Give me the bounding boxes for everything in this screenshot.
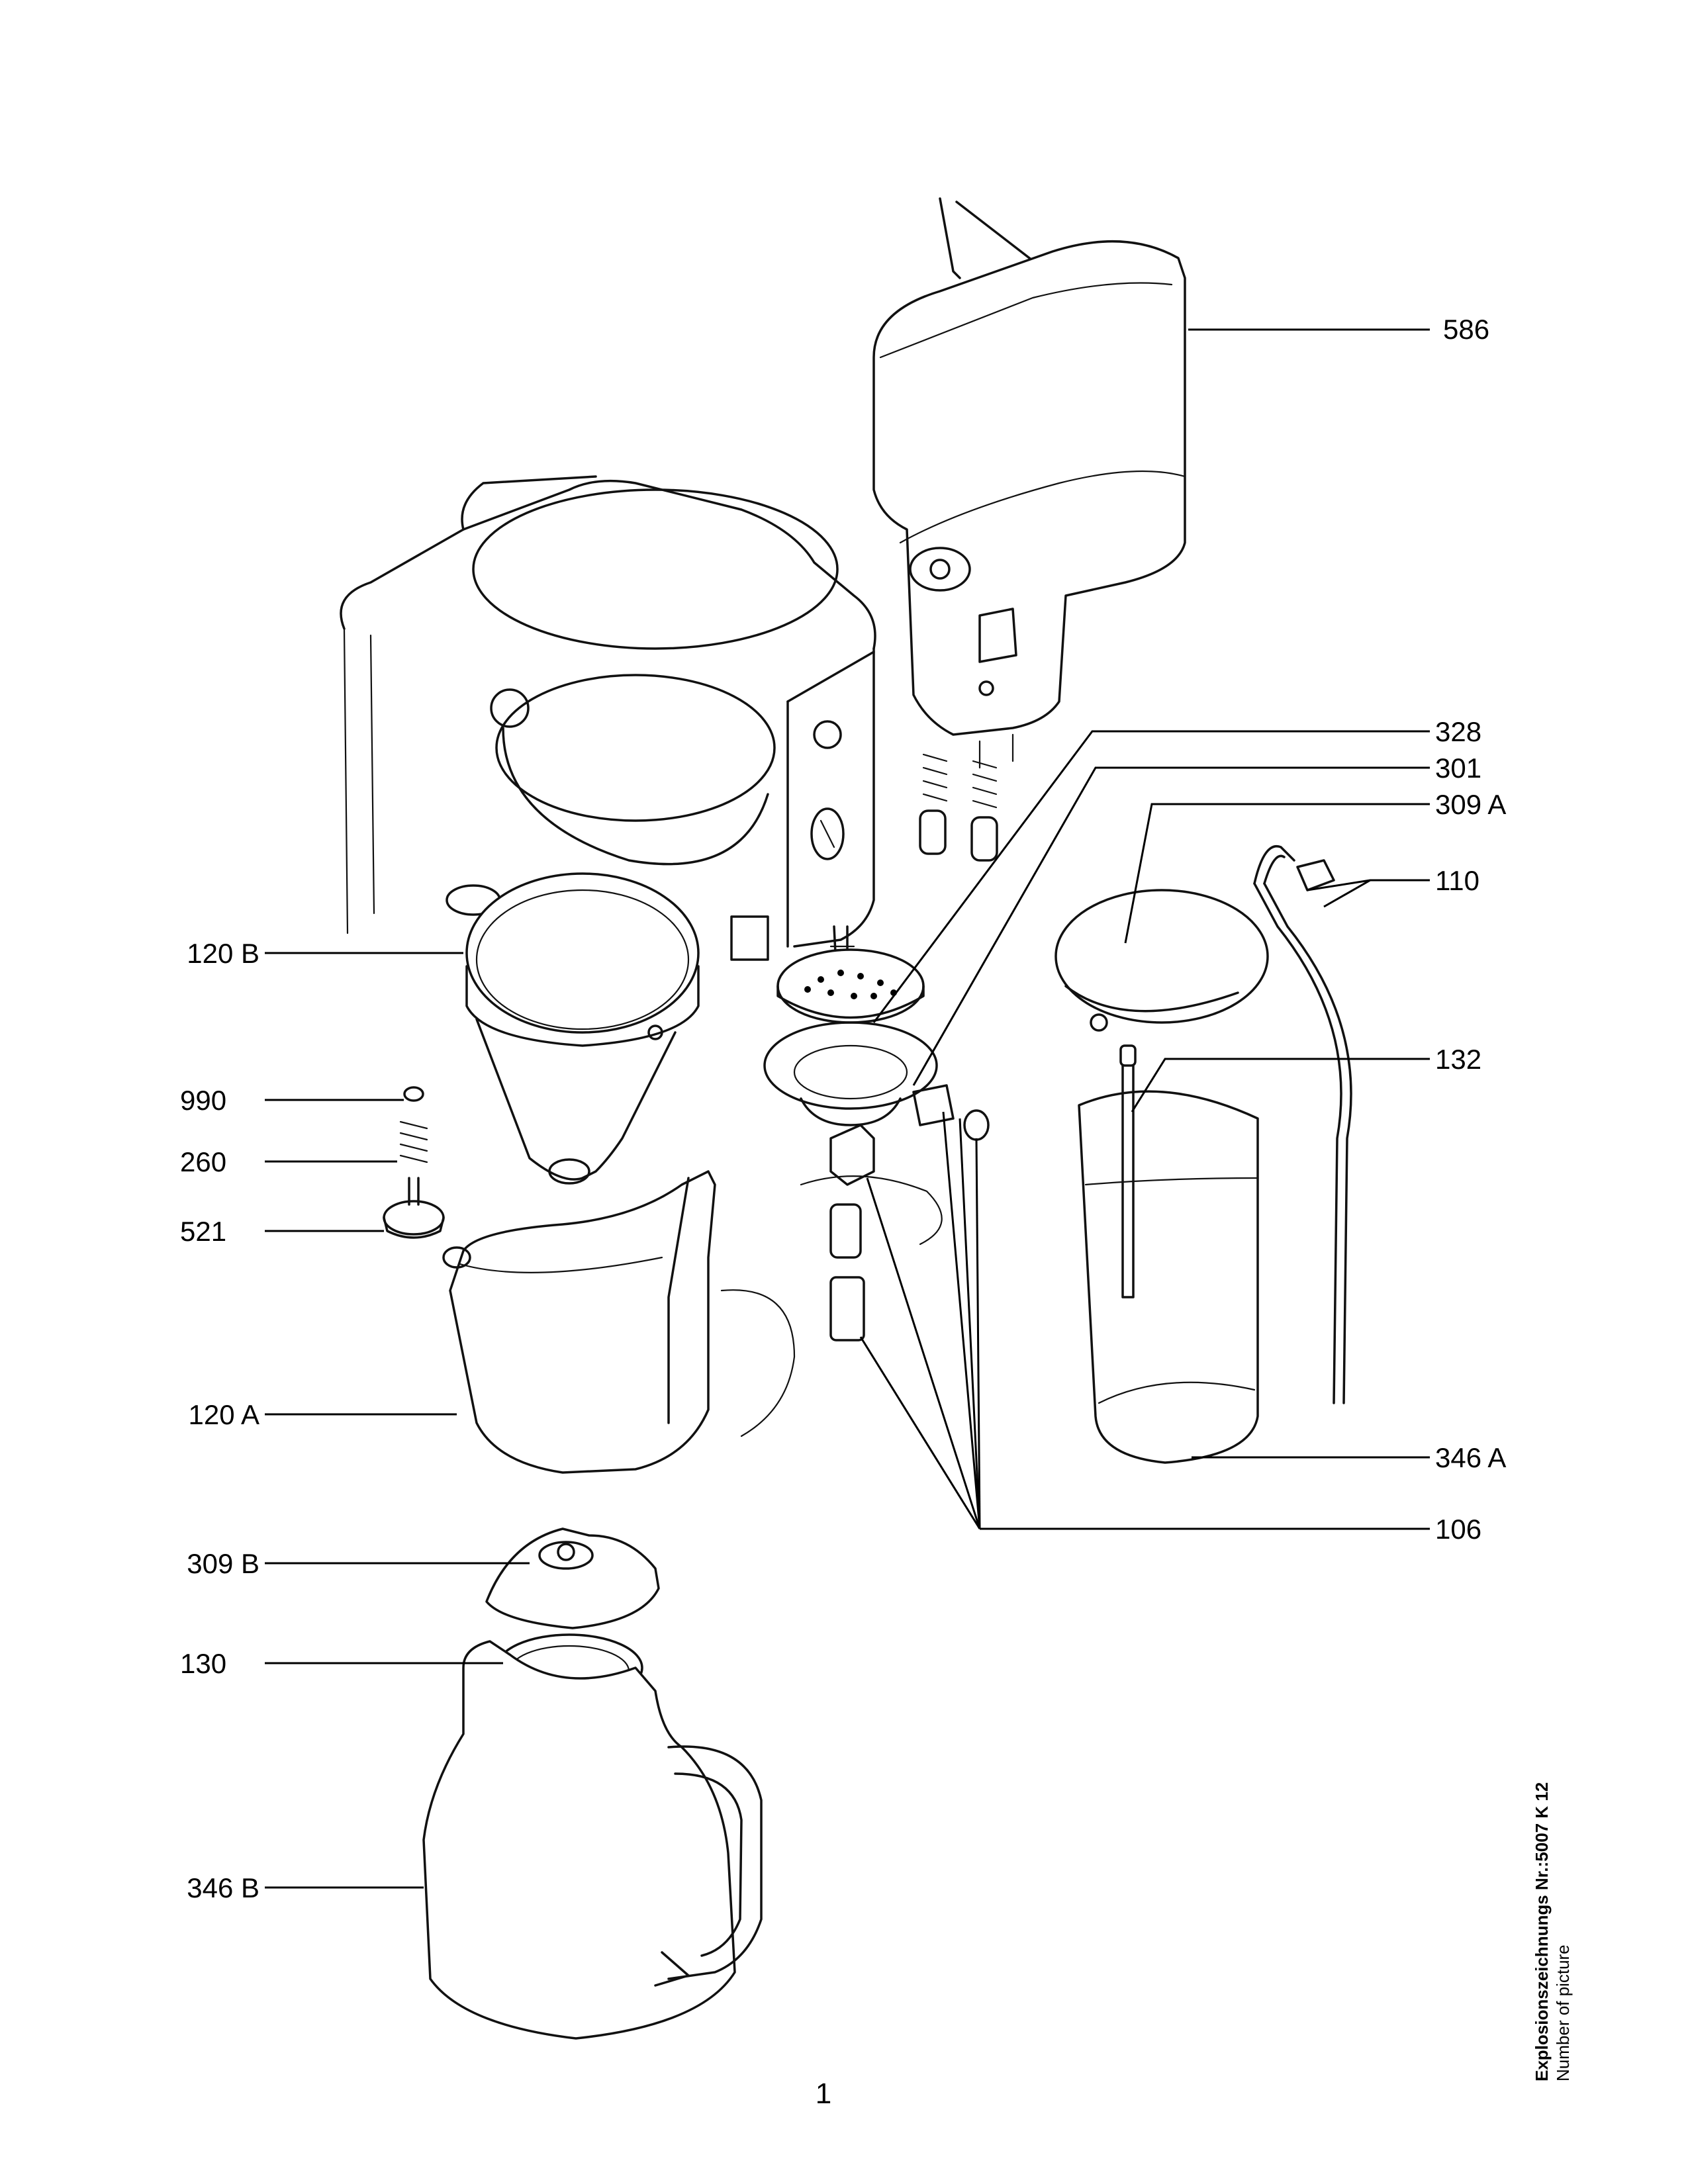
label-120A: 120 A [189, 1399, 259, 1430]
lid-309A [1055, 889, 1269, 1032]
jug-346A [1078, 1090, 1259, 1464]
label-130: 130 [180, 1648, 226, 1679]
drawing-title: Explosionszeichnungs Nr.:5007 K 12 [1532, 1782, 1552, 2081]
leader-lines [265, 328, 1430, 1889]
label-260: 260 [180, 1146, 226, 1177]
thermos-jug-346B [422, 1640, 763, 2040]
pipe-110 [1253, 845, 1352, 1404]
title-block: Explosionszeichnungs Nr.:5007 K 12 Numbe… [1532, 1782, 1573, 2081]
label-309B: 309 B [187, 1548, 259, 1579]
label-120B: 120 B [187, 938, 259, 969]
label-309A: 309 A [1435, 789, 1506, 820]
filter-housing-120A [442, 1170, 716, 1474]
machine-housing [340, 475, 876, 961]
label-110: 110 [1435, 865, 1479, 896]
label-328: 328 [1435, 716, 1481, 747]
seal-301 [763, 1021, 938, 1126]
appliance-illustration [340, 197, 1352, 2040]
riser-tube-132 [1119, 1044, 1137, 1298]
label-990: 990 [180, 1085, 226, 1116]
water-tank-586 [872, 197, 1186, 769]
callout-labels: 586 328 301 309 A 110 120 B 132 990 260 … [180, 314, 1506, 1903]
small-valve-parts [383, 1086, 445, 1239]
background-contours [720, 1175, 943, 1437]
page-number: 1 [816, 2077, 831, 2110]
drawing-subtitle: Number of picture [1553, 1944, 1573, 2081]
filter-holder-120B [445, 872, 700, 1185]
label-346B: 346 B [187, 1872, 259, 1903]
fittings-106 [829, 1084, 990, 1342]
label-346A: 346 A [1435, 1442, 1506, 1473]
label-521: 521 [180, 1216, 226, 1247]
valve-springs [919, 753, 998, 862]
label-132: 132 [1435, 1044, 1481, 1075]
label-586: 586 [1443, 314, 1489, 345]
label-106: 106 [1435, 1514, 1481, 1545]
thermos-lid-309B [485, 1527, 660, 1629]
label-301: 301 [1435, 752, 1481, 784]
